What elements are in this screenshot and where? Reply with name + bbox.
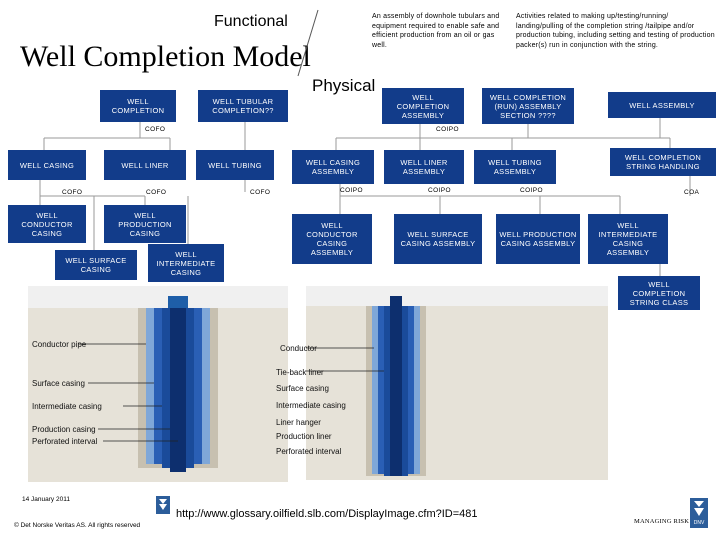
- well-casing-box: WELL CASING: [8, 150, 86, 180]
- well-tubular-completion-box: WELL TUBULAR COMPLETION??: [198, 90, 288, 122]
- figure-label: Perforated interval: [276, 447, 342, 456]
- physical-title: Physical: [312, 76, 376, 95]
- coipo-label: COIPO: [520, 187, 543, 194]
- cofo-label: COFO: [146, 189, 167, 196]
- well-conductor-casing-assembly-box: WELL CONDUCTOR CASING ASSEMBLY: [292, 214, 372, 264]
- well-surface-casing-box: WELL SURFACE CASING: [55, 250, 137, 280]
- figure-label: Tie-back liner: [276, 368, 324, 377]
- well-liner-assembly-box: WELL LINER ASSEMBLY: [384, 150, 464, 184]
- well-completion-box: WELL COMPLETION: [100, 90, 176, 122]
- figure-label: Perforated interval: [32, 437, 98, 446]
- coipo-label: COIPO: [428, 187, 451, 194]
- well-liner-illustration: Conductor Tie-back liner Surface casing …: [276, 286, 608, 480]
- footer-date: 14 January 2011: [22, 496, 70, 503]
- figure-label: Surface casing: [276, 384, 329, 393]
- assembly-definition-note: An assembly of downhole tubulars and equ…: [372, 13, 500, 49]
- well-assembly-box: WELL ASSEMBLY: [608, 92, 716, 118]
- well-completion-assembly-box: WELL COMPLETION ASSEMBLY: [382, 88, 464, 124]
- cofo-label: COFO: [145, 126, 166, 133]
- well-production-casing-box: WELL PRODUCTION CASING: [104, 205, 186, 243]
- cofo-label: COFO: [250, 189, 271, 196]
- functional-title: Functional: [214, 13, 288, 30]
- footer-copyright: © Det Norske Veritas AS. All rights rese…: [14, 522, 141, 529]
- cofo-label: COFO: [62, 189, 83, 196]
- figure-label: Intermediate casing: [32, 402, 102, 411]
- figure-label: Production casing: [32, 425, 96, 434]
- well-surface-casing-assembly-box: WELL SURFACE CASING ASSEMBLY: [394, 214, 482, 264]
- logo-text: DNV: [693, 520, 705, 526]
- activities-definition-note: Activities related to making up/testing/…: [516, 13, 715, 49]
- page-title: Well Completion Model: [20, 40, 311, 73]
- well-intermediate-casing-box: WELL INTERMEDIATE CASING: [148, 244, 224, 282]
- source-link[interactable]: http://www.glossary.oilfield.slb.com/Dis…: [176, 508, 478, 520]
- well-completion-string-class-box: WELL COMPLETION STRING CLASS: [618, 276, 700, 310]
- well-intermediate-casing-assembly-box: WELL INTERMEDIATE CASING ASSEMBLY: [588, 214, 668, 264]
- figure-label: Liner hanger: [276, 418, 321, 427]
- well-casing-assembly-box: WELL CASING ASSEMBLY: [292, 150, 374, 184]
- figure-label: Surface casing: [32, 379, 85, 388]
- coipo-label: COIPO: [436, 126, 459, 133]
- dnv-logo-icon: [156, 496, 170, 514]
- dnv-logo-icon: DNV: [690, 498, 708, 528]
- well-casing-illustration: Conductor pipe Surface casing Intermedia…: [28, 286, 288, 482]
- well-tubing-assembly-box: WELL TUBING ASSEMBLY: [474, 150, 556, 184]
- well-production-casing-assembly-box: WELL PRODUCTION CASING ASSEMBLY: [496, 214, 580, 264]
- coa-label: COA: [684, 189, 700, 196]
- figure-label: Production liner: [276, 432, 332, 441]
- figure-label: Conductor pipe: [32, 340, 87, 349]
- figure-label: Conductor: [280, 344, 317, 353]
- well-conductor-casing-box: WELL CONDUCTOR CASING: [8, 205, 86, 243]
- well-tubing-box: WELL TUBING: [196, 150, 274, 180]
- figure-label: Intermediate casing: [276, 401, 346, 410]
- coipo-label: COIPO: [340, 187, 363, 194]
- managing-risk-text: MANAGING RISK: [634, 518, 690, 525]
- well-completion-string-handling-box: WELL COMPLETION STRING HANDLING: [610, 148, 716, 176]
- well-liner-box: WELL LINER: [104, 150, 186, 180]
- well-completion-run-assembly-box: WELL COMPLETION (RUN) ASSEMBLY SECTION ?…: [482, 88, 574, 124]
